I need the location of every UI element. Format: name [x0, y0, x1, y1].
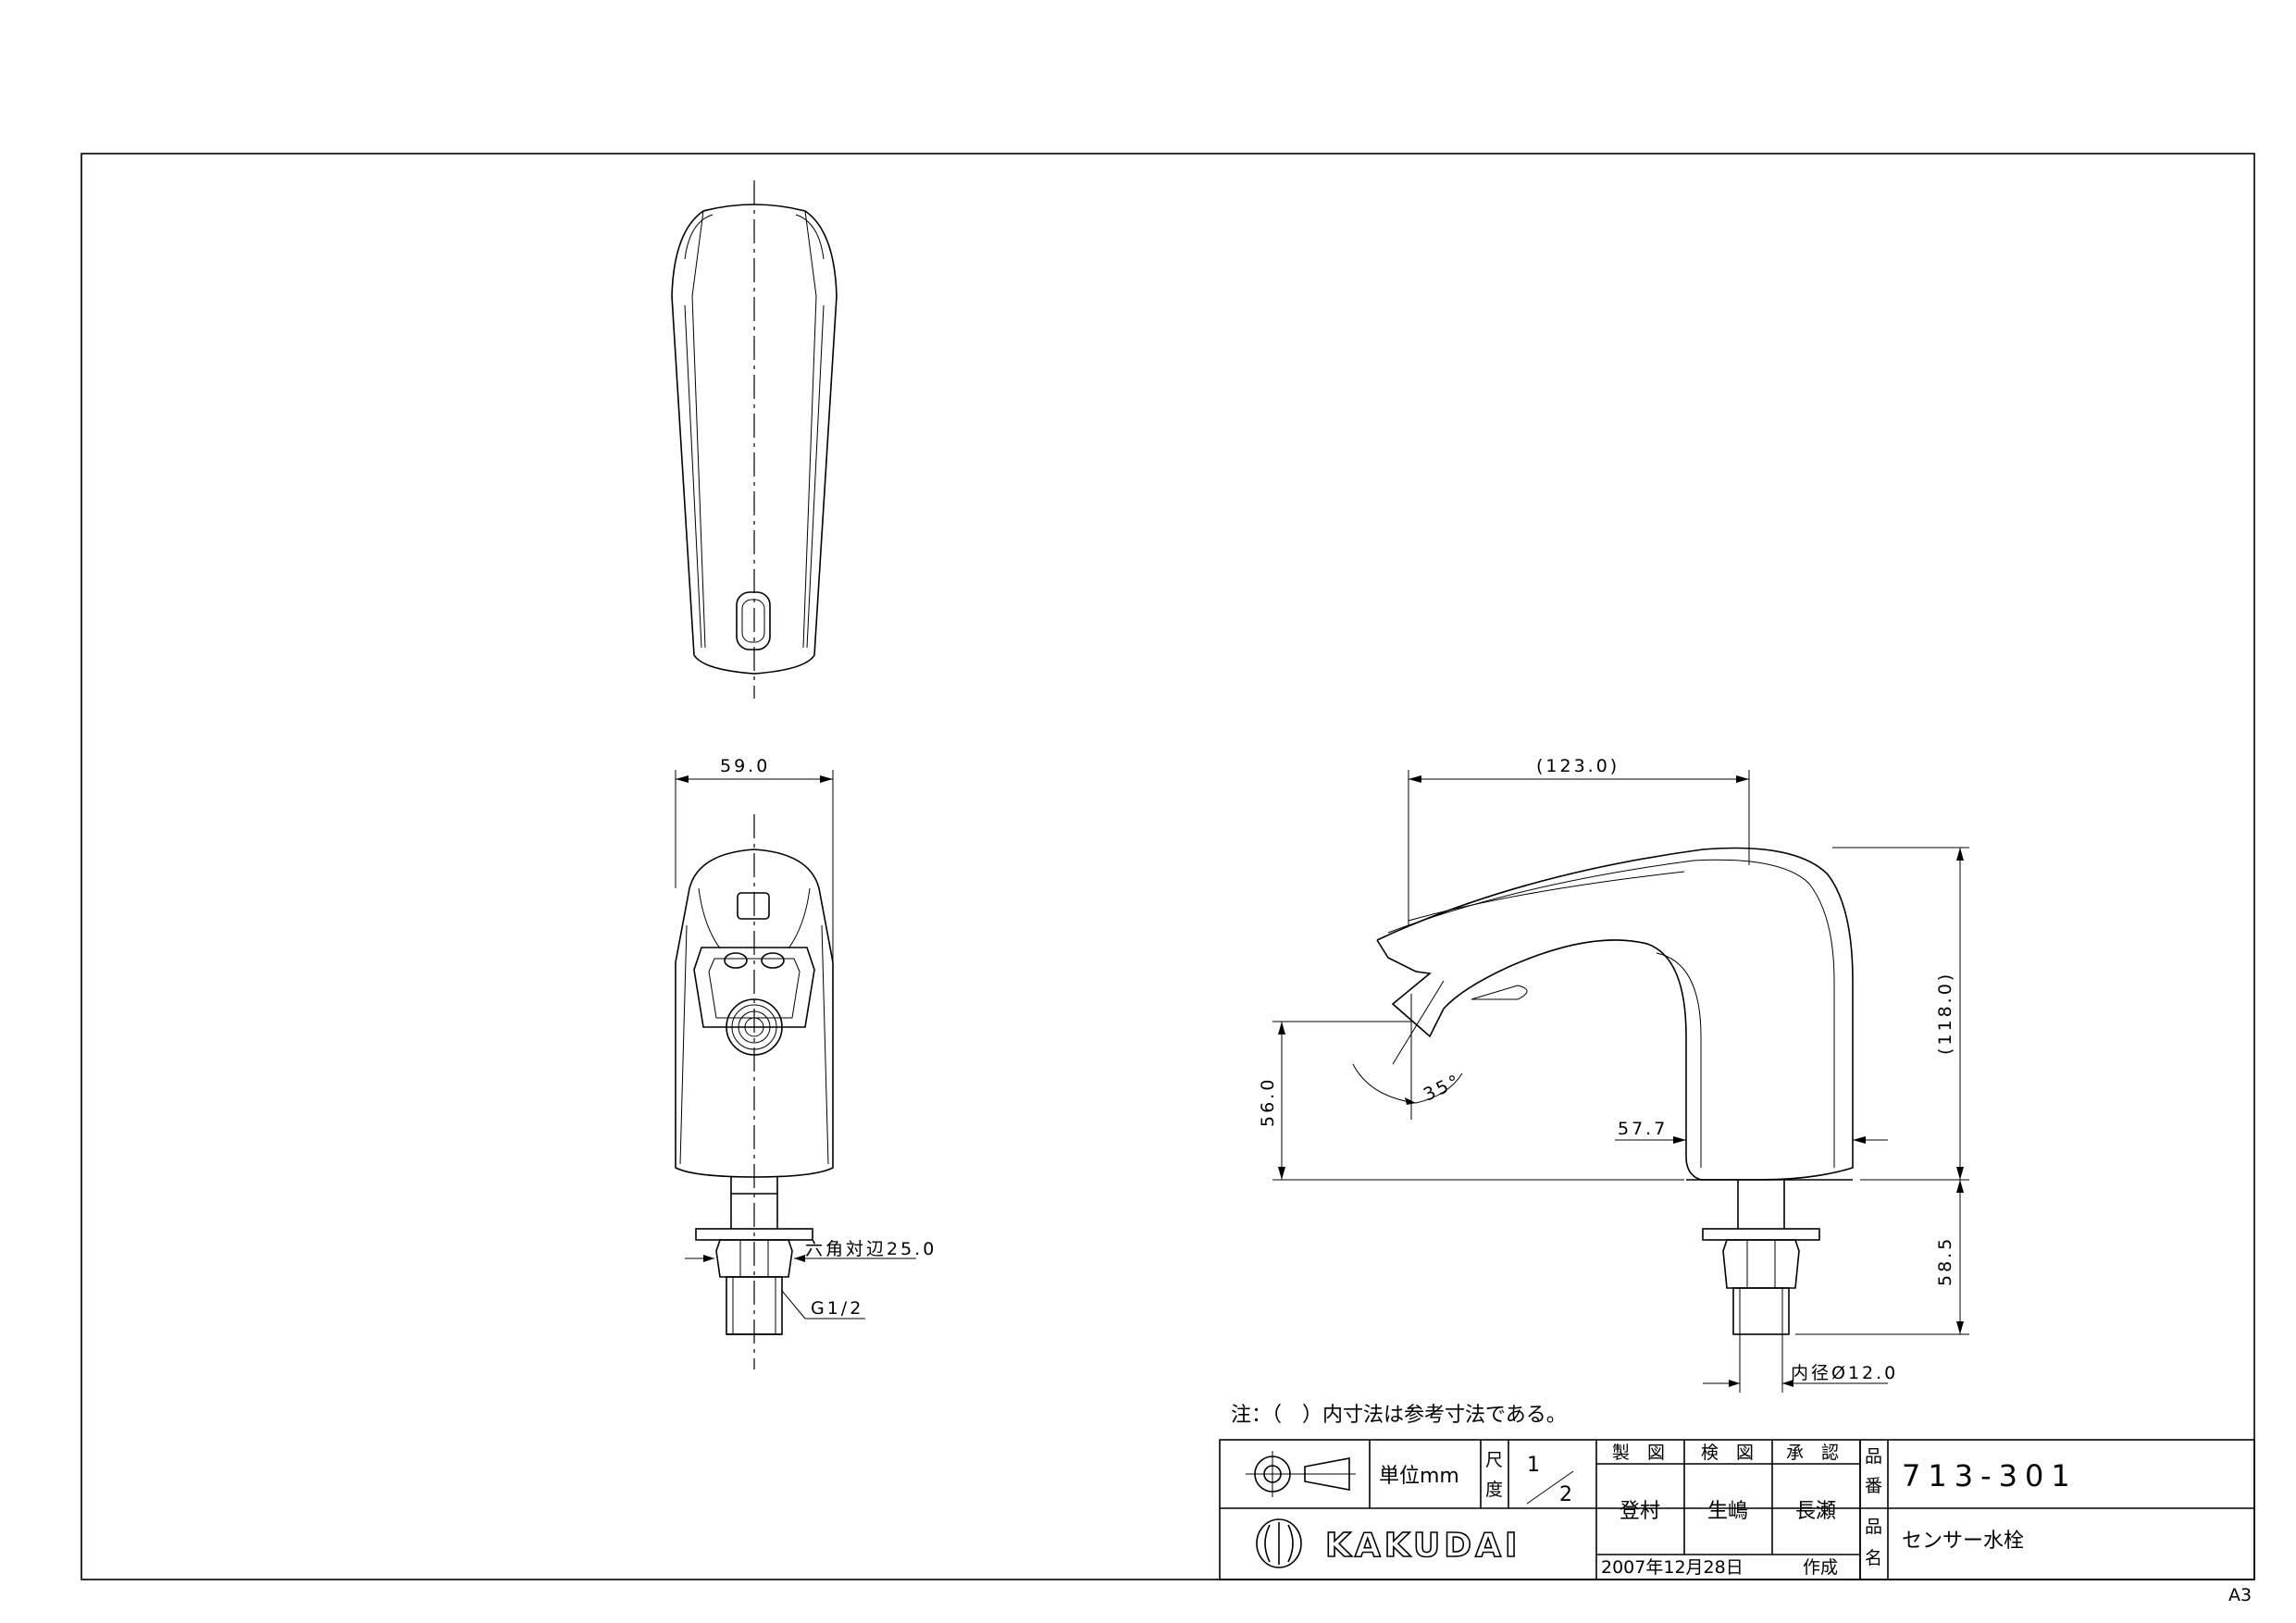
third-angle-projection-icon	[1246, 1451, 1356, 1497]
reference-note: 注：（ ）内寸法は参考寸法である。	[1231, 1404, 1567, 1427]
scale-label-2: 度	[1485, 1480, 1503, 1500]
part-number: 713-301	[1902, 1458, 2078, 1493]
dim-reach: (123.0)	[1536, 756, 1620, 776]
dim-angle: 35°	[1421, 1071, 1465, 1106]
col-checked-label: 検 図	[1701, 1443, 1754, 1463]
unit-label: 単位mm	[1379, 1465, 1459, 1488]
sheet-size-label: A3	[2228, 1585, 2252, 1605]
part-name-label-1: 品	[1865, 1517, 1882, 1537]
creation-date: 2007年12月28日	[1601, 1557, 1744, 1578]
dim-hex-nut: 六角対辺25.0	[805, 1239, 937, 1259]
side-dimensions: (123.0) (118.0) 56.0 35° 57.7 58.5	[1258, 756, 1969, 1393]
part-name-label-2: 名	[1865, 1548, 1882, 1568]
dim-height-total: (118.0)	[1935, 972, 1955, 1055]
checked-by: 生嶋	[1707, 1500, 1748, 1523]
side-view	[1376, 847, 1854, 1335]
dim-spout-height: 56.0	[1258, 1077, 1278, 1127]
col-drawn-label: 製 図	[1612, 1443, 1665, 1463]
drawn-by: 登村	[1620, 1500, 1660, 1523]
dim-width-front: 59.0	[720, 756, 770, 776]
drawing-border	[81, 153, 2255, 1580]
sensor-window	[736, 591, 771, 650]
kakudai-logo-icon	[1256, 1518, 1302, 1568]
front-view	[675, 814, 834, 1369]
title-block: 単位mm 尺 度 1 2 KAKUDAI 製 図 検 図 承 認 登村 生嶋 長…	[1219, 1439, 2255, 1580]
scale-denominator: 2	[1559, 1483, 1572, 1506]
dim-thread: G1/2	[811, 1298, 863, 1319]
col-approved-label: 承 認	[1786, 1443, 1839, 1463]
aerator	[726, 998, 783, 1056]
part-no-label-1: 品	[1865, 1446, 1882, 1467]
part-name: センサー水栓	[1902, 1530, 2024, 1553]
dim-base-width: 57.7	[1618, 1119, 1668, 1139]
dim-shank-length: 58.5	[1935, 1236, 1955, 1286]
scale-label-1: 尺	[1485, 1450, 1503, 1470]
top-view	[671, 180, 838, 699]
part-no-label-2: 番	[1865, 1476, 1882, 1496]
dim-inner-dia: 内径Ø12.0	[1791, 1363, 1898, 1383]
approved-by: 長瀬	[1795, 1500, 1836, 1523]
creation-date-suffix: 作成	[1803, 1557, 1838, 1578]
front-dimensions: 59.0 六角対辺25.0 G1/2	[675, 756, 937, 1319]
company-name: KAKUDAI	[1325, 1527, 1520, 1565]
scale-numerator: 1	[1527, 1454, 1540, 1477]
